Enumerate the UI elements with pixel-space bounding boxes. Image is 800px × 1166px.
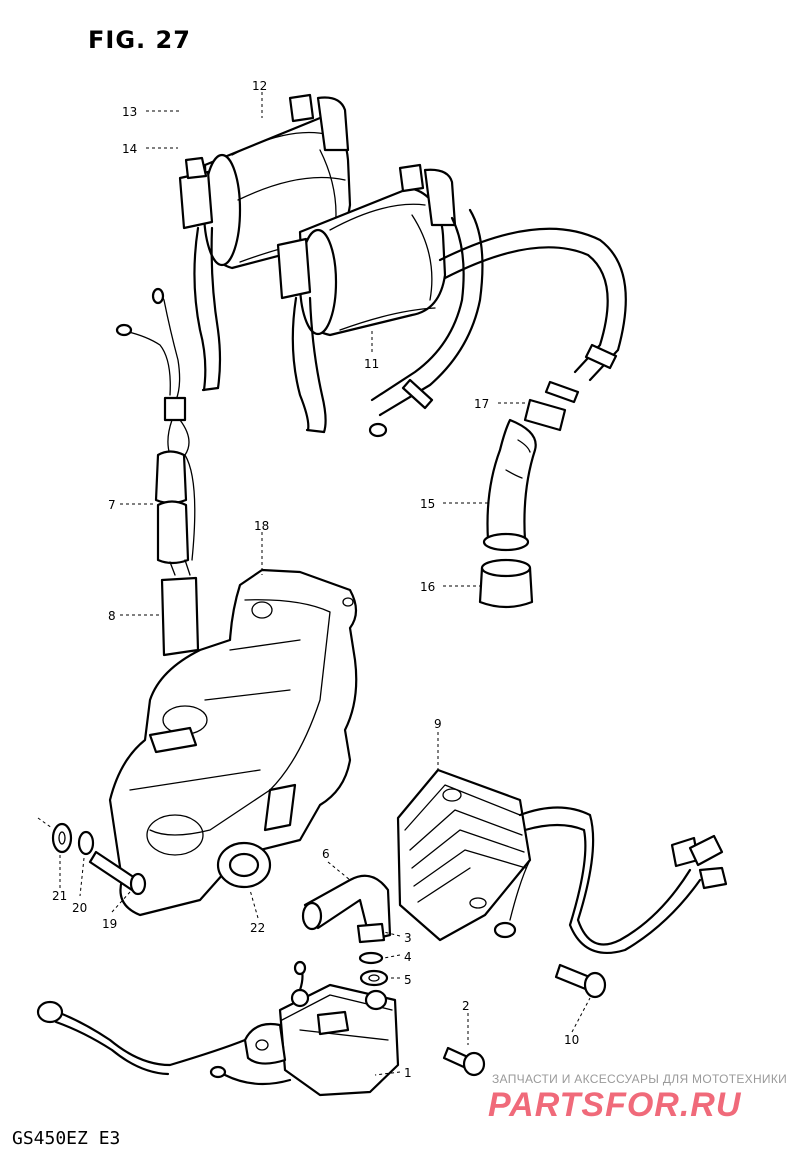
callout-4: 4 [404,950,412,964]
callout-12: 12 [252,79,267,93]
model-code: GS450EZ E3 [12,1128,121,1149]
callout-20: 20 [72,901,87,915]
callout-1: 1 [404,1066,412,1080]
bolt-washer-set [51,822,272,896]
spark-plug-cap [478,380,580,609]
ignition-coil-lower [276,163,457,434]
callout-17: 17 [474,397,489,411]
leader-lines [37,92,591,1076]
callout-2: 2 [462,999,470,1013]
callout-15: 15 [420,497,435,511]
callout-16: 16 [420,580,435,594]
callout-9: 9 [434,717,442,731]
callout-11: 11 [364,357,379,371]
starter-relay [36,922,486,1097]
callout-18: 18 [254,519,269,533]
callout-3: 3 [404,931,412,945]
callout-21: 21 [52,889,67,903]
callout-19: 19 [102,917,117,931]
figure-title: FIG. 27 [88,26,191,54]
callout-5: 5 [404,973,412,987]
watermark-tagline: ЗАПЧАСТИ И АКСЕССУАРЫ ДЛЯ МОТОТЕХНИКИ [492,1072,788,1086]
watermark-logo: PARTSFOR.RU [488,1086,742,1124]
callout-labels: 13 14 12 11 17 15 16 7 8 18 9 6 3 4 5 2 … [52,79,579,1080]
regulator-rectifier [396,768,728,955]
screw-10 [554,963,607,999]
callout-6: 6 [322,847,330,861]
callout-10: 10 [564,1033,579,1047]
callout-13: 13 [122,105,137,119]
callout-14: 14 [122,142,137,156]
callout-7: 7 [108,498,116,512]
high-tension-leads [368,208,627,438]
callout-22: 22 [250,921,265,935]
rubber-boot [301,874,392,942]
callout-8: 8 [108,609,116,623]
wiring-harness-resistor [115,287,200,657]
mounting-bracket [108,568,358,917]
